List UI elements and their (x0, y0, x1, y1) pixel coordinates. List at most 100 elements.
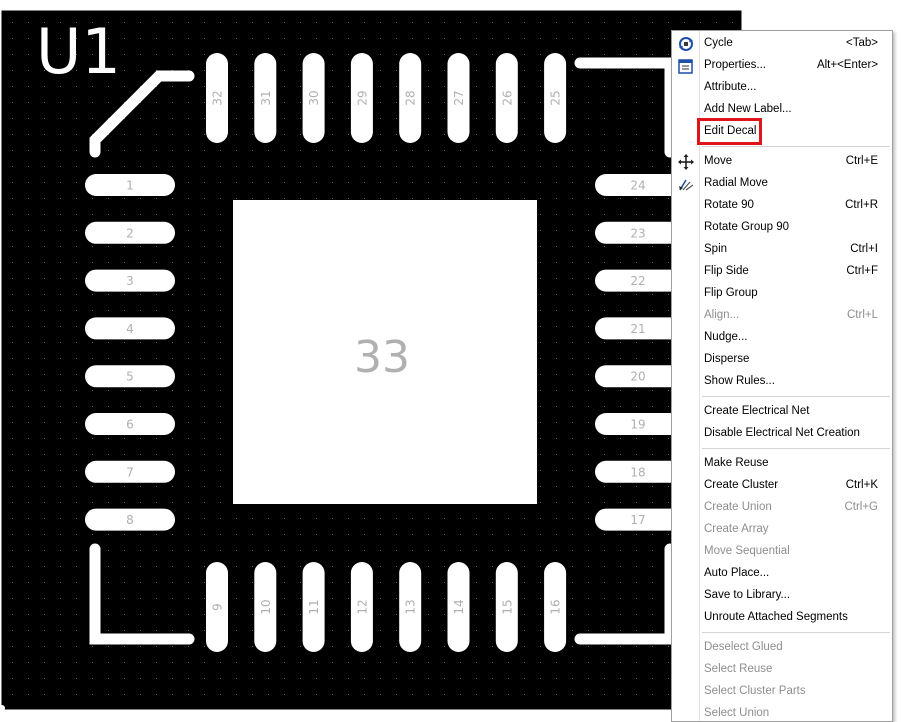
context-menu: Cycle<Tab> Properties... Alt+<Enter> Attrib… (671, 30, 893, 722)
left-pad-label: 7 (126, 465, 134, 479)
menu-item-label: Disperse (704, 353, 750, 365)
bottom-pad-label: 15 (500, 599, 514, 614)
menu-item-nudge[interactable]: Nudge... (700, 327, 890, 349)
right-pad[interactable] (595, 413, 685, 435)
left-pad-label: 2 (126, 226, 134, 240)
menu-item-label: Properties... (704, 59, 766, 71)
left-pad-label: 4 (126, 322, 134, 336)
bottom-pad[interactable] (495, 562, 518, 652)
menu-item-attribute[interactable]: Attribute... (700, 77, 890, 99)
right-pad[interactable] (595, 317, 685, 340)
menu-item-create-electrical-net[interactable]: Create Electrical Net (700, 401, 890, 423)
top-pad[interactable] (206, 53, 228, 143)
menu-item-radial-move[interactable]: Radial Move (700, 173, 890, 195)
menu-item-disable-electrical-net-creation[interactable]: Disable Electrical Net Creation (700, 423, 890, 445)
menu-item-make-reuse[interactable]: Make Reuse (700, 453, 890, 475)
menu-item-cycle[interactable]: Cycle<Tab> (700, 33, 890, 55)
menu-item-label: Select Reuse (704, 663, 773, 675)
menu-item-deselect-glued[interactable]: Deselect Glued (700, 637, 890, 659)
top-pad[interactable] (495, 53, 518, 143)
top-pad-label: 31 (259, 90, 273, 105)
menu-item-select-reuse[interactable]: Select Reuse (700, 659, 890, 681)
left-pad-label: 6 (126, 418, 134, 432)
right-pad-label: 23 (630, 226, 645, 240)
menu-item-label: Add New Label... (704, 103, 792, 115)
bottom-pad-label: 9 (211, 603, 225, 611)
bottom-pad-label: 16 (549, 599, 563, 614)
menu-item-auto-place[interactable]: Auto Place... (700, 563, 890, 585)
menu-item-label: Edit Decal (704, 125, 757, 137)
top-pad[interactable] (544, 53, 567, 143)
bottom-pad[interactable] (302, 562, 325, 652)
left-pad[interactable] (85, 460, 175, 483)
menu-item-shortcut: Alt+<Enter> (816, 59, 878, 71)
silkscreen-bottom-right-corner (574, 543, 676, 645)
right-pad-label: 19 (630, 418, 645, 432)
right-pad[interactable] (595, 269, 685, 292)
menu-item-create-array[interactable]: Create Array (700, 519, 890, 541)
menu-item-label: Move (704, 155, 733, 167)
menu-item-align[interactable]: Align...Ctrl+L (700, 305, 890, 327)
top-pad-label: 29 (355, 90, 369, 105)
bottom-pad-label: 11 (307, 599, 321, 614)
menu-item-save-to-library[interactable]: Save to Library... (700, 585, 890, 607)
top-pad[interactable] (350, 53, 373, 143)
top-pad[interactable] (447, 53, 470, 143)
right-pad[interactable] (595, 508, 685, 531)
menu-separator (702, 396, 890, 397)
menu-icon-gutter (672, 31, 700, 721)
right-pad[interactable] (595, 221, 685, 244)
properties-icon (677, 57, 695, 75)
top-pad[interactable] (302, 53, 325, 143)
menu-item-rotate-group-90[interactable]: Rotate Group 90 (700, 217, 890, 239)
bottom-pad[interactable] (350, 562, 373, 652)
menu-item-add-new-label[interactable]: Add New Label... (700, 99, 890, 121)
right-pad[interactable] (595, 460, 685, 483)
left-pad[interactable] (85, 413, 175, 435)
menu-item-label: Cycle (704, 37, 733, 49)
menu-item-label: Rotate Group 90 (704, 221, 790, 233)
top-pad[interactable] (399, 53, 422, 143)
menu-item-select-union[interactable]: Select Union (700, 703, 890, 721)
menu-item-unroute-attached-segments[interactable]: Unroute Attached Segments (700, 607, 890, 629)
left-pad[interactable] (85, 221, 175, 244)
right-pad[interactable] (595, 365, 685, 388)
bottom-pad[interactable] (399, 562, 422, 652)
bottom-pad-label: 13 (404, 599, 418, 614)
bottom-pad-label: 12 (355, 599, 369, 614)
menu-item-properties[interactable]: Properties... Alt+<Enter> (700, 55, 890, 77)
menu-item-label: Save to Library... (704, 589, 791, 601)
menu-item-flip-group[interactable]: Flip Group (700, 283, 890, 305)
ref-designator-label[interactable]: U1 (36, 15, 121, 88)
left-pad[interactable] (85, 269, 175, 292)
menu-item-edit-decal[interactable]: Edit Decal (700, 121, 890, 143)
menu-item-disperse[interactable]: Disperse (700, 349, 890, 371)
radial-move-icon (677, 175, 695, 193)
center-pad-label: 33 (354, 332, 410, 383)
left-pad[interactable] (85, 508, 175, 531)
menu-item-shortcut: Ctrl+R (845, 199, 878, 211)
right-pad-label: 22 (630, 274, 645, 288)
right-pad[interactable] (595, 174, 685, 196)
bottom-pad[interactable] (544, 562, 567, 652)
center-pad[interactable] (233, 200, 537, 504)
silkscreen-top-right-corner (574, 57, 676, 158)
menu-item-label: Nudge... (704, 331, 748, 343)
menu-item-show-rules[interactable]: Show Rules... (700, 371, 890, 393)
menu-item-select-cluster-parts[interactable]: Select Cluster Parts (700, 681, 890, 703)
left-pad[interactable] (85, 174, 175, 196)
top-pad[interactable] (254, 53, 277, 143)
top-pad-label: 30 (307, 90, 321, 105)
bottom-pad[interactable] (254, 562, 277, 652)
bottom-pad[interactable] (206, 562, 228, 652)
left-pad[interactable] (85, 365, 175, 388)
menu-item-move-sequential[interactable]: Move Sequential (700, 541, 890, 563)
bottom-pad[interactable] (447, 562, 470, 652)
left-pad[interactable] (85, 317, 175, 340)
